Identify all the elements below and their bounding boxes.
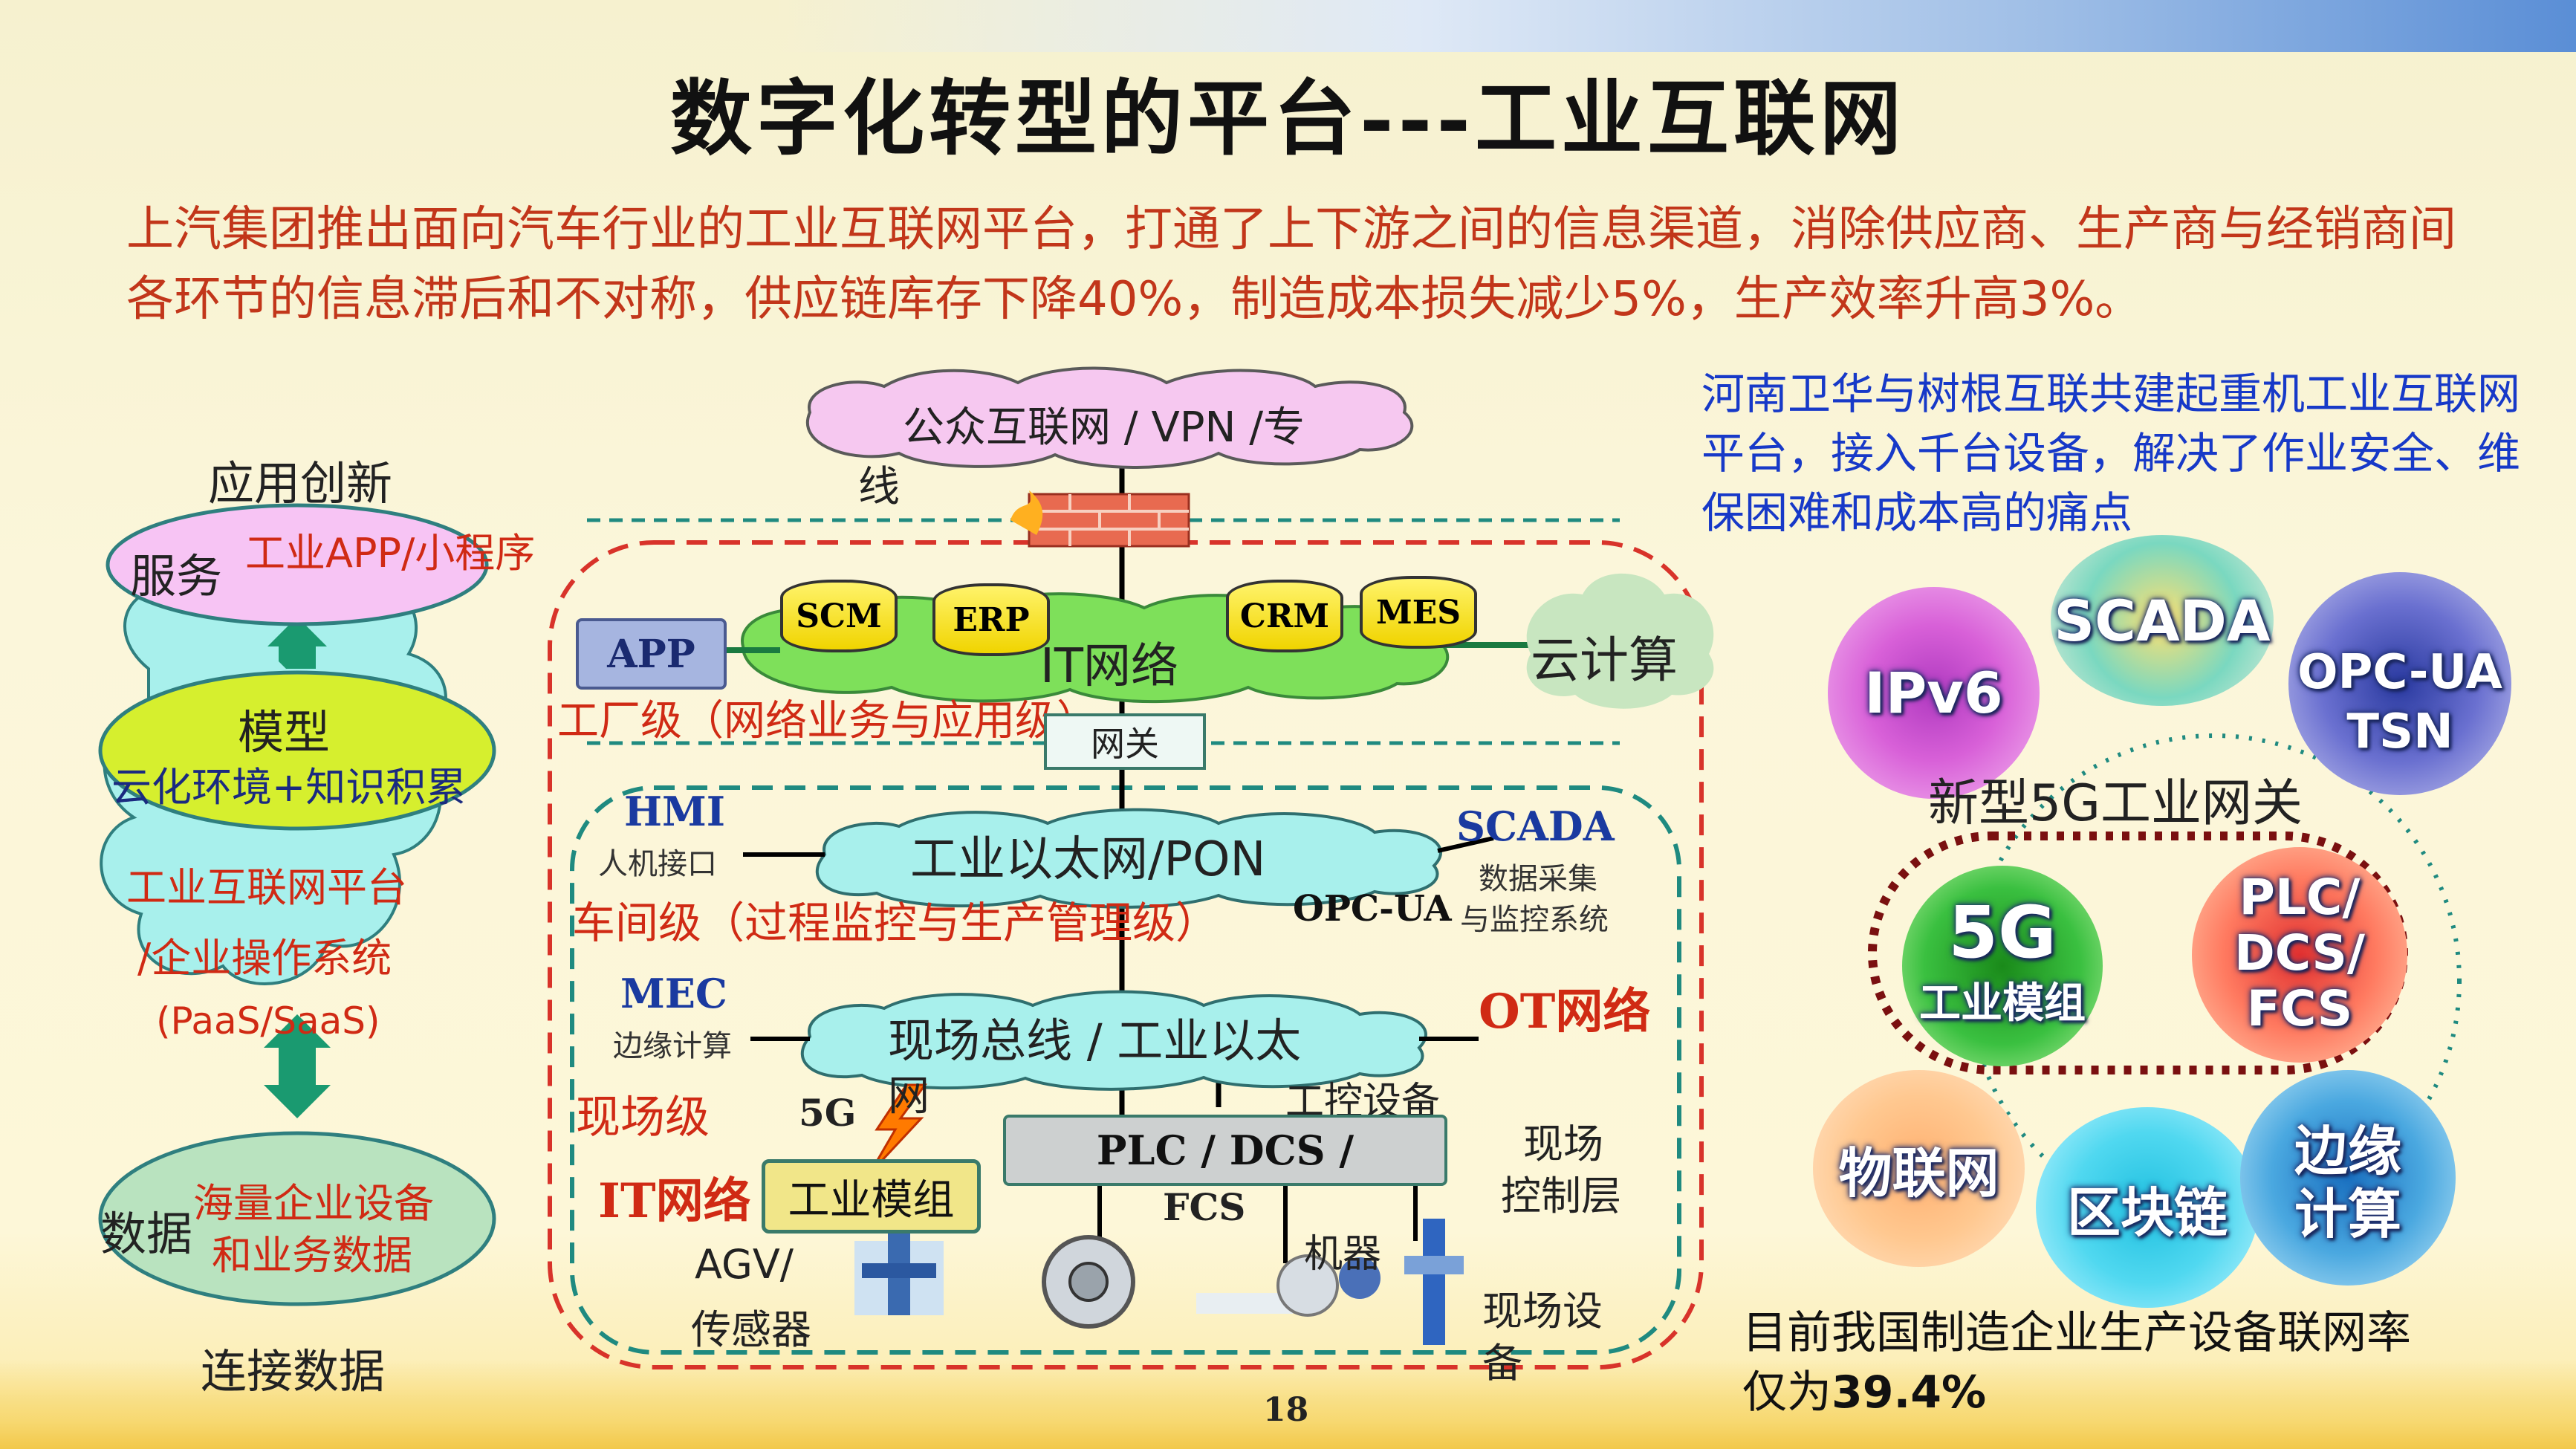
cloud-computing-label: 云计算 (1531, 632, 1678, 689)
data-label: 数据 (100, 1207, 193, 1261)
scada-sub-label-1: 数据采集 (1479, 862, 1597, 896)
field-device-label-2: 备 (1482, 1340, 1522, 1387)
opcua-label: OPC-UA (1293, 888, 1452, 930)
platform-text-1: 工业互联网平台 (126, 864, 407, 911)
internet-cloud-label: 公众互联网 / VPN /专 (903, 403, 1305, 452)
it-network-label: IT网络 (1040, 639, 1178, 694)
5g-label: 5G (799, 1091, 857, 1135)
plc-bubble: PLC/ DCS/ FCS (2192, 847, 2407, 1063)
model-text: 云化环境+知识积累 (111, 764, 467, 811)
connect-data-label: 连接数据 (201, 1344, 386, 1398)
edge-computing-bubble: 边缘 计算 (2240, 1070, 2456, 1286)
platform-text-3: (PaaS/SaaS) (156, 999, 380, 1043)
page-number: 18 (1263, 1391, 1309, 1429)
edge-bubble-label-1: 边缘 (2294, 1120, 2401, 1182)
plc-box: PLC / DCS / (1003, 1115, 1447, 1186)
ethernet-cloud-label: 工业以太网/PON (910, 832, 1266, 887)
scada-sub-label-2: 与监控系统 (1460, 903, 1609, 937)
platform-text-2: /企业操作系统 (137, 935, 392, 982)
5g-module-bubble: 5G 工业模组 (1902, 866, 2103, 1066)
stat-prefix: 仅为 (1742, 1367, 1832, 1419)
opcua-bubble-label-2: TSN (2346, 704, 2453, 759)
field-control-label-1: 现场 (1523, 1121, 1603, 1167)
hmi-sub-label: 人机接口 (598, 847, 717, 881)
data-text-2: 和业务数据 (212, 1232, 412, 1279)
fieldbus-cloud-label-2: 网 (888, 1072, 929, 1121)
5g-bubble-sub-label: 工业模组 (1919, 979, 2086, 1028)
robot-arm-illustration (1196, 1254, 1381, 1317)
mec-sub-label: 边缘计算 (613, 1029, 732, 1063)
scm-database: SCM (780, 580, 898, 652)
edge-bubble-label-2: 计算 (2294, 1183, 2401, 1245)
arrow-lower-up (264, 1014, 331, 1070)
stat-line-1: 目前我国制造企业生产设备联网率 (1742, 1307, 2411, 1359)
data-text-1: 海量企业设备 (193, 1180, 434, 1227)
factory-level-label: 工厂级（网络业务与应用级） (557, 697, 1098, 745)
app-innovation-label: 应用创新 (208, 456, 393, 510)
blockchain-bubble: 区块链 (2036, 1107, 2259, 1308)
5g-gateway-label: 新型5G工业网关 (1928, 774, 2303, 833)
hmi-label: HMI (624, 788, 726, 835)
up-arrow-top (267, 617, 327, 669)
fieldbus-cloud-label: 现场总线 / 工业以太 (888, 1014, 1302, 1068)
mec-label: MEC (620, 970, 727, 1017)
field-level-label: 现场级 (576, 1092, 710, 1144)
sensor-device-illustration (854, 1219, 944, 1315)
stat-line-2: 仅为39.4% (1742, 1356, 1986, 1421)
intro-paragraph: 上汽集团推出面向汽车行业的工业互联网平台，打通了上下游之间的信息渠道，消除供应商… (126, 202, 2456, 327)
opcua-bubble: OPC-UA TSN (2288, 572, 2511, 795)
plc-bubble-label-1: PLC/ (2239, 869, 2361, 926)
internet-cloud-label-2: 线 (858, 463, 900, 511)
firewall-icon (1010, 490, 1190, 548)
field-control-label-2: 控制层 (1501, 1173, 1621, 1219)
gear-machine-illustration (1042, 1235, 1135, 1329)
plc-bubble-label-3: FCS (2246, 980, 2353, 1037)
it-network-label-2: IT网络 (598, 1173, 751, 1229)
agv-label-1: AGV/ (695, 1241, 794, 1288)
opcua-bubble-label-1: OPC-UA (2297, 645, 2502, 700)
model-label: 模型 (238, 705, 331, 759)
service-label: 服务 (130, 549, 223, 603)
lightning-icon (868, 1083, 927, 1176)
iot-bubble: 物联网 (1813, 1070, 2025, 1267)
erp-database: ERP (932, 583, 1050, 656)
field-device-illustration (1404, 1219, 1464, 1345)
5g-bubble-label: 5G (1948, 891, 2057, 974)
fcs-label: FCS (1163, 1185, 1246, 1229)
workshop-level-label: 车间级（过程监控与生产管理级） (572, 898, 1219, 948)
bottom-gradient-bar (0, 1360, 2576, 1449)
service-text: 工业APP/小程序 (245, 530, 536, 577)
right-note: 河南卫华与树根互联共建起重机工业互联网平台，接入千台设备，解决了作业安全、维保困… (1701, 369, 2521, 538)
agv-label-2: 传感器 (691, 1306, 811, 1353)
arrow-lower-down (264, 1063, 331, 1118)
stat-value: 39.4% (1832, 1367, 1987, 1419)
machine-label: 机器 (1304, 1232, 1382, 1277)
app-box: APP (576, 618, 727, 690)
scada-label: SCADA (1456, 803, 1615, 850)
mes-database: MES (1360, 576, 1477, 649)
ipv6-bubble: IPv6 (1828, 587, 2040, 799)
gateway-box: 网关 (1044, 713, 1206, 770)
field-device-label-1: 现场设 (1482, 1288, 1603, 1335)
plc-bubble-label-2: DCS/ (2233, 924, 2366, 982)
crm-database: CRM (1226, 580, 1343, 652)
ot-network-label: OT网络 (1479, 984, 1651, 1040)
slide-title: 数字化转型的平台---工业互联网 (670, 71, 1906, 166)
industrial-module-box: 工业模组 (762, 1159, 981, 1234)
scada-bubble: SCADA (2051, 535, 2274, 706)
top-gradient-bar (0, 0, 2576, 52)
